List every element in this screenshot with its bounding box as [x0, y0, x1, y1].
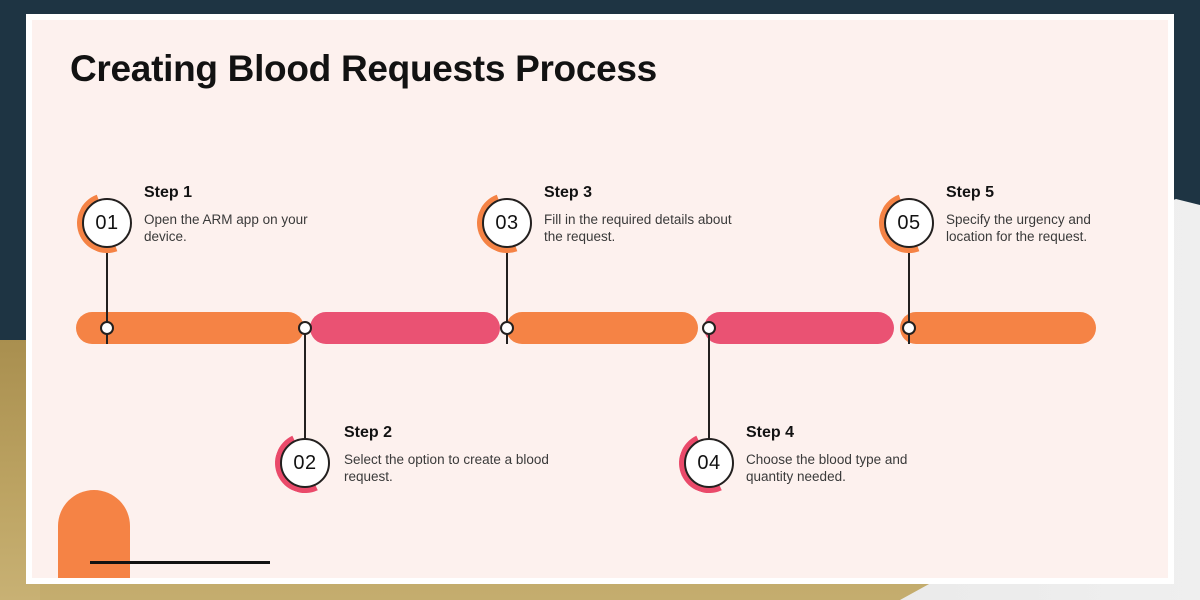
step-badge-5[interactable]: 05 [869, 183, 949, 263]
timeline-segment-4 [704, 312, 894, 344]
step-description-1: Open the ARM app on your device. [144, 212, 308, 245]
step-description-4: Choose the blood type and quantity neede… [746, 452, 908, 485]
step-number-2: 02 [280, 438, 330, 488]
step-title-4: Step 4 [746, 424, 795, 441]
step-title-3: Step 3 [544, 184, 593, 201]
step-description-3: Fill in the required details about the r… [544, 212, 732, 245]
connector-stem-3 [506, 248, 508, 344]
step-title-1: Step 1 [144, 184, 193, 201]
timeline-segment-2 [310, 312, 500, 344]
timeline-segment-1 [76, 312, 304, 344]
step-text-1: Step 1 Open the ARM app on your device. [144, 184, 344, 246]
page-title: Creating Blood Requests Process [70, 48, 657, 89]
timeline-segment-5 [900, 312, 1096, 344]
step-text-3: Step 3 Fill in the required details abou… [544, 184, 734, 246]
connector-stem-2 [304, 326, 306, 444]
step-title-5: Step 5 [946, 184, 995, 201]
step-number-3: 03 [482, 198, 532, 248]
step-number-1: 01 [82, 198, 132, 248]
step-title-2: Step 2 [344, 424, 393, 441]
step-text-5: Step 5 Specify the urgency and location … [946, 184, 1141, 246]
step-text-4: Step 4 Choose the blood type and quantit… [746, 424, 936, 486]
step-description-5: Specify the urgency and location for the… [946, 212, 1091, 245]
decorative-rule-line [90, 561, 270, 564]
timeline-segment-3 [506, 312, 698, 344]
decorative-pill-shape [58, 490, 130, 578]
connector-stem-5 [908, 248, 910, 344]
step-badge-4[interactable]: 04 [670, 424, 748, 502]
timeline-node-2[interactable] [298, 321, 312, 335]
timeline-node-1[interactable] [100, 321, 114, 335]
connector-stem-4 [708, 326, 710, 444]
timeline-node-3[interactable] [500, 321, 514, 335]
slide-canvas: Creating Blood Requests Process 01 Step … [32, 20, 1168, 578]
timeline-node-4[interactable] [702, 321, 716, 335]
connector-stem-1 [106, 248, 108, 344]
step-number-5: 05 [884, 198, 934, 248]
timeline-node-5[interactable] [902, 321, 916, 335]
step-description-2: Select the option to create a blood requ… [344, 452, 549, 485]
step-text-2: Step 2 Select the option to create a blo… [344, 424, 554, 486]
step-badge-2[interactable]: 02 [266, 424, 344, 502]
step-badge-3[interactable]: 03 [467, 183, 547, 263]
step-number-4: 04 [684, 438, 734, 488]
step-badge-1[interactable]: 01 [67, 183, 147, 263]
